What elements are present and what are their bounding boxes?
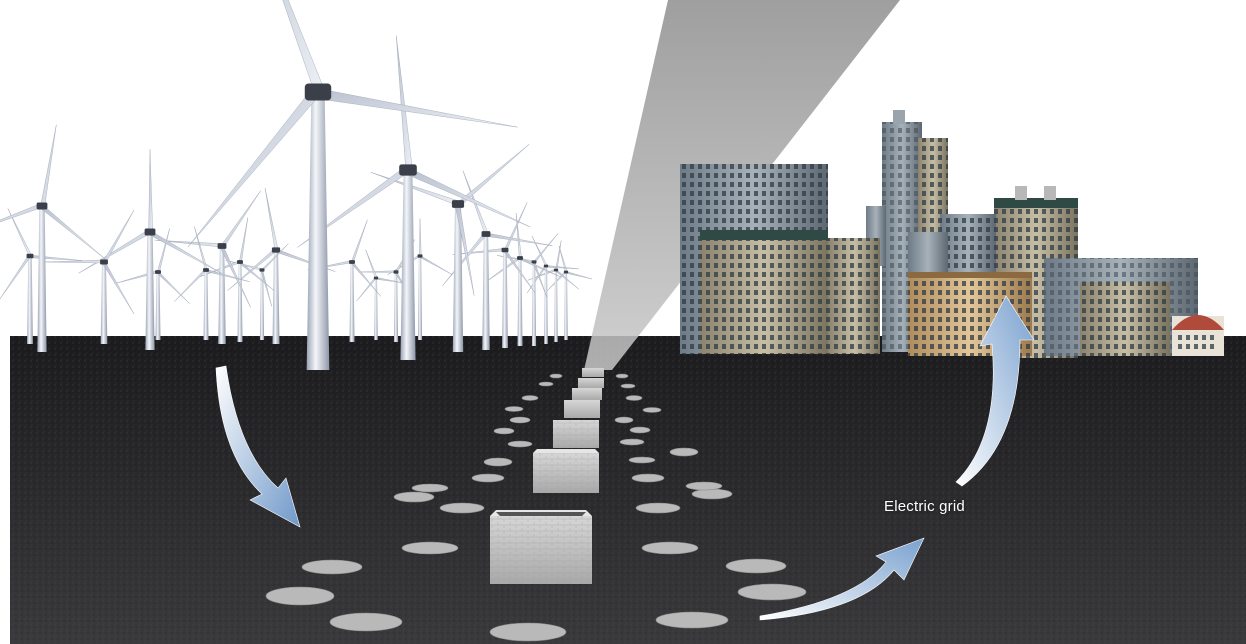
vault-disk (489, 622, 567, 642)
electric-grid-label: Electric grid (884, 498, 965, 515)
wind-turbine (0, 124, 106, 352)
energy-flow-arrow-up (955, 295, 1035, 487)
vault-disk (265, 586, 335, 606)
vault-disk (471, 473, 505, 483)
compressed-air-vault-field (265, 368, 807, 642)
vault-disk (615, 373, 629, 379)
vault-disk (439, 502, 485, 514)
wind-turbine (307, 219, 382, 342)
vault-disk (642, 407, 662, 413)
vault-disks (265, 373, 807, 642)
vault-disk (619, 438, 645, 446)
vault-disk (493, 427, 515, 435)
vault-disk (549, 373, 563, 379)
energy-flow-arrow-down (215, 365, 301, 528)
vault-disk (691, 488, 733, 500)
vault-disk (635, 502, 681, 514)
vault-disk (628, 456, 656, 464)
vault-disk (620, 383, 636, 389)
wind-turbine (483, 213, 561, 346)
wind-turbine (174, 226, 250, 340)
vault-disk (685, 481, 723, 491)
vault-disk (504, 406, 524, 412)
wind-turbine (526, 236, 579, 344)
vault-disk (737, 583, 807, 601)
wind-turbine (43, 209, 135, 344)
vault-disk (655, 611, 729, 629)
vault-disk (521, 395, 539, 401)
vault-disk (614, 416, 634, 424)
vault-disk (509, 416, 531, 424)
vault-disk (538, 381, 554, 387)
vault-disk (625, 395, 643, 401)
vault-disk (401, 541, 459, 555)
ground (10, 336, 1246, 644)
vault-disk (507, 440, 533, 448)
vault-boxes (490, 368, 604, 584)
vault-disk (629, 426, 651, 434)
vault-disk (483, 457, 513, 467)
vault-disk (301, 559, 363, 575)
wind-turbine (154, 190, 261, 344)
vault-disk (393, 491, 435, 503)
vault-disk (641, 541, 699, 555)
vault-disk (329, 612, 403, 632)
wind-turbine (187, 0, 518, 370)
wind-turbine-farm (0, 0, 593, 370)
energy-flow-arrow-to-grid (759, 537, 925, 621)
vault-disk (631, 473, 665, 483)
vault-disk (669, 447, 699, 457)
city-skyline (680, 110, 1224, 358)
vault-disk (725, 558, 787, 574)
wind-turbine (356, 249, 406, 340)
vault-disk (411, 483, 449, 493)
